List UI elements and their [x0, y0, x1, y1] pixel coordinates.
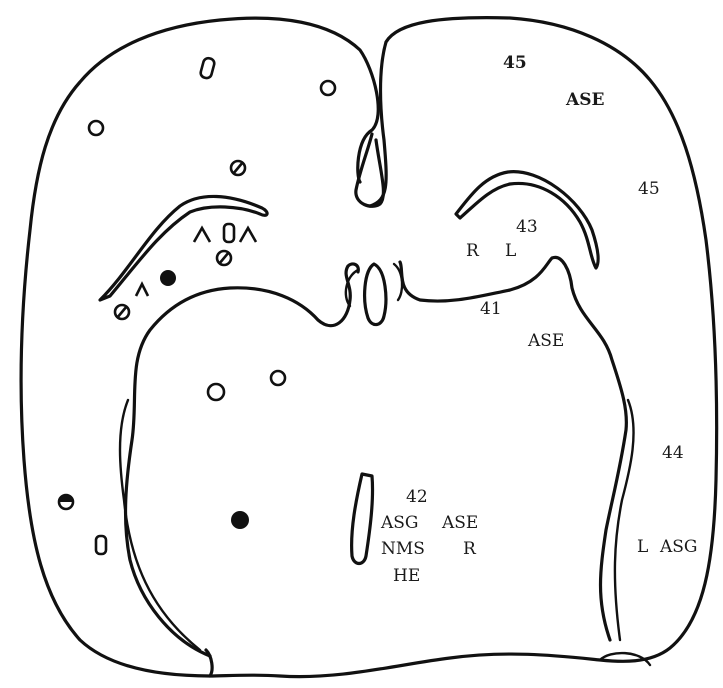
label-l-upper: L: [505, 241, 516, 261]
label-ase-top: ASE: [565, 90, 604, 110]
open-rectangle-icon: [224, 224, 234, 242]
midline-oval: [365, 264, 386, 325]
label-45-right: 45: [638, 179, 660, 199]
label-44: 44: [662, 443, 684, 463]
open-rectangle-icon: [200, 57, 216, 79]
open-circle-icon: [321, 81, 335, 95]
slashed-circle-icon: [217, 251, 231, 265]
open-rectangle-icon: [96, 536, 106, 554]
caret-icon: [240, 228, 256, 242]
slashed-circle-icon: [115, 305, 129, 319]
label-asg-center: ASG: [380, 513, 419, 533]
label-r-center: R: [463, 539, 477, 559]
lower-right-notch: [600, 653, 650, 665]
half-filled-circle-icon: [59, 495, 73, 509]
filled-circle-icon: [160, 270, 176, 286]
label-43: 43: [516, 217, 538, 237]
inner-boundary: [126, 257, 627, 656]
right-hemisphere-outline: [210, 18, 717, 677]
label-42: 42: [406, 487, 428, 507]
open-circle-icon: [271, 371, 285, 385]
left-ventricle-outer: [100, 196, 267, 300]
label-ase-mid: ASE: [527, 331, 564, 351]
label-41: 41: [480, 299, 502, 319]
open-circle-icon: [89, 121, 103, 135]
caret-icon: [194, 228, 210, 242]
label-asg-right: ASG: [659, 537, 698, 557]
label-r-upper: R: [466, 241, 480, 261]
label-nms: NMS: [381, 539, 425, 559]
label-l-right: L: [637, 537, 648, 557]
caret-icon: [136, 284, 148, 296]
label-ase-center: ASE: [441, 513, 478, 533]
lower-midline-slit: [352, 474, 373, 564]
open-circle-icon: [208, 384, 224, 400]
filled-circle-icon: [231, 511, 249, 529]
slashed-circle-icon: [231, 161, 245, 175]
label-he: HE: [393, 566, 420, 586]
left-hemisphere-outline: [21, 18, 378, 676]
label-45-top: 45: [503, 53, 527, 73]
